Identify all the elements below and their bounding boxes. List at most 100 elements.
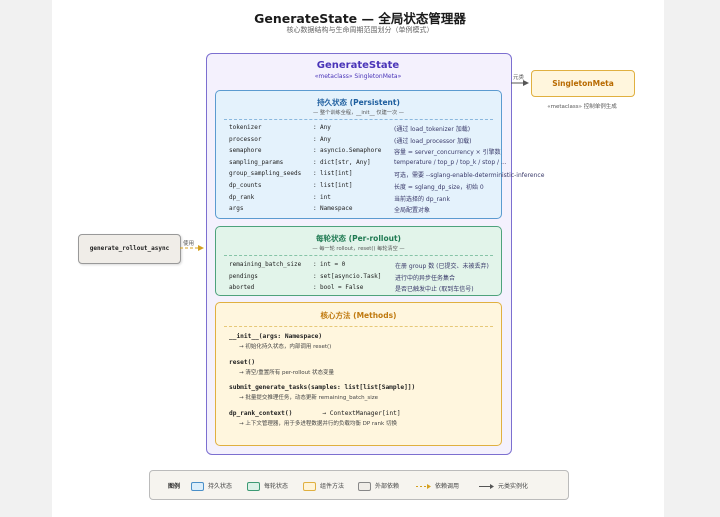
method-item: submit_generate_tasks(samples: list[list… <box>229 384 501 410</box>
legend-item-label: 持久状态 <box>208 483 233 490</box>
field-type: list[int] <box>320 181 353 189</box>
class-metaclass-label: «metaclass» SingletonMeta» <box>314 73 402 80</box>
legend-swatch <box>358 482 371 491</box>
metaclass-note: «metaclass» 控制单例生成 <box>547 104 617 110</box>
legend-swatch <box>191 482 204 491</box>
legend-title: 图例 <box>168 483 181 490</box>
field-desc: 在册 group 数 (已提交、未被丢弃) <box>395 263 489 270</box>
page-subtitle: 核心数据结构与生命周期范围划分（单例模式） <box>286 26 434 34</box>
persistent-section[interactable]: 持久状态 (Persistent) — 整个训练全程，__init__ 仅建一次… <box>215 90 544 219</box>
persistent-title: 持久状态 (Persistent) <box>317 98 400 107</box>
method-signature: dp_rank_context()→ ContextManager[int] <box>229 410 501 417</box>
field-name: dp_counts <box>229 181 262 189</box>
field-desc: (通过 load_tokenizer 加载) <box>394 126 471 133</box>
legend-meta-label: 元类实例化 <box>498 483 529 490</box>
field-type: list[int] <box>320 170 353 178</box>
field-colon: : <box>313 205 317 213</box>
legend-swatch <box>247 482 260 491</box>
field-colon: : <box>313 147 317 155</box>
persistent-subtitle: — 整个训练全程，__init__ 仅建一次 — <box>313 110 404 116</box>
method-description: → 上下文管理器，用于多进程数据并行的负载均衡 DP rank 切换 <box>239 420 397 427</box>
method-signature-text: dp_rank_context() <box>229 409 293 417</box>
persistent-field-list: tokenizer:Any(通过 load_tokenizer 加载)proce… <box>229 124 544 217</box>
methods-separator <box>224 326 493 327</box>
field-name: pendings <box>229 272 258 280</box>
method-signature-text: submit_generate_tasks(samples: list[list… <box>229 384 416 391</box>
field-row: pendings:set[asyncio.Task] 进行中的异步任务集合 <box>229 273 501 285</box>
legend-meta: 元类实例化 <box>479 481 528 490</box>
per-rollout-section[interactable]: 每轮状态 (Per-rollout) — 每一轮 rollout，reset()… <box>215 226 502 296</box>
field-desc: 全局配置对象 <box>394 207 431 215</box>
uses-edge-label: 使用 <box>183 241 195 247</box>
method-signature-text: __init__(args: Namespace) <box>229 333 323 340</box>
field-row: semaphore:asyncio.Semaphore 容量 = server_c… <box>229 147 501 159</box>
field-desc: 进行中的异步任务集合 <box>395 274 456 282</box>
field-row: remaining_batch_size:int = 0 在册 group 数 (… <box>229 261 501 273</box>
legend-swatch <box>303 482 316 491</box>
field-colon: : <box>313 272 317 280</box>
persistent-separator <box>224 119 493 120</box>
field-name: processor <box>229 135 262 143</box>
method-signature: submit_generate_tasks(samples: list[list… <box>229 384 501 391</box>
field-name: sampling_params <box>229 158 284 166</box>
methods-section[interactable]: 核心方法 (Methods) __init__(args: Namespace)… <box>215 302 502 446</box>
field-type: dict[str, Any] <box>320 158 371 166</box>
legend: 图例 持久状态 每轮状态 组件方法 外部依赖 依赖调用 元类实例化 <box>149 470 569 500</box>
field-type: Any <box>320 124 331 131</box>
legend-item: 外部依赖 <box>358 481 399 491</box>
field-name: remaining_batch_size <box>229 261 302 268</box>
field-type: set[asyncio.Task] <box>320 272 382 280</box>
metaclass-edge-label: 元类 <box>513 75 525 81</box>
field-name: tokenizer <box>229 124 262 131</box>
field-colon: : <box>313 135 317 143</box>
field-desc: 长度 = sglang_dp_size，初始 0 <box>394 183 484 191</box>
field-row: group_sampling_seeds:list[int] 可选，需要 --sg… <box>229 170 544 182</box>
legend-item: 组件方法 <box>303 481 344 491</box>
field-name: args <box>229 205 244 213</box>
field-desc: 当前选择的 dp_rank <box>394 195 450 203</box>
legend-item: 每轮状态 <box>247 481 288 491</box>
field-row: sampling_params:dict[str, Any]temperatur… <box>229 158 507 171</box>
method-signature-text: reset() <box>229 358 256 366</box>
per-rollout-separator <box>224 255 493 256</box>
field-name: group_sampling_seeds <box>229 170 302 178</box>
field-colon: : <box>313 284 317 292</box>
method-item: dp_rank_context()→ ContextManager[int] → … <box>229 410 501 430</box>
field-row: args:Namespace 全局配置对象 <box>229 205 501 217</box>
field-colon: : <box>313 170 317 178</box>
method-item: reset()→ 清空/重置所有 per-rollout 状态变量 <box>229 359 501 385</box>
field-desc: temperature / top_p / top_k / stop / ... <box>394 158 507 166</box>
field-desc: 可选，需要 --sglang-enable-deterministic-infe… <box>394 172 545 180</box>
method-item: __init__(args: Namespace) → 初始化持久状态，内部调用 … <box>229 333 501 359</box>
field-name: dp_rank <box>229 193 255 201</box>
field-type: int = 0 <box>320 261 346 268</box>
field-name: aborted <box>229 284 255 292</box>
field-desc: 是否已触发中止 (取到车信号) <box>395 286 474 294</box>
singleton-meta-box[interactable]: SingletonMeta <box>531 70 635 97</box>
field-row: processor:Any(通过 load_processor 加载) <box>229 136 501 148</box>
method-description: → 批量提交推理任务，动态更新 remaining_batch_size <box>239 395 379 401</box>
field-name: semaphore <box>229 147 262 155</box>
field-type: int <box>320 193 331 201</box>
class-name: GenerateState <box>316 60 400 71</box>
field-row: dp_counts:list[int] 长度 = sglang_dp_size，初… <box>229 182 501 194</box>
field-row: tokenizer:Any (通过 load_tokenizer 加载) <box>229 124 501 136</box>
legend-dep-label: 依赖调用 <box>435 483 460 490</box>
field-desc: (通过 load_processor 加载) <box>394 137 472 145</box>
field-desc: 容量 = server_concurrency × 引擎数 <box>394 149 501 157</box>
field-type: Namespace <box>320 205 353 213</box>
legend-item: 持久状态 <box>191 481 232 491</box>
method-list: __init__(args: Namespace) → 初始化持久状态，内部调用 … <box>229 333 501 430</box>
per-rollout-subtitle: — 每一轮 rollout，reset() 每轮清空 — <box>312 246 405 252</box>
field-type: asyncio.Semaphore <box>320 147 382 155</box>
method-description: → 初始化持久状态，内部调用 reset() <box>239 344 332 350</box>
field-colon: : <box>313 261 317 268</box>
field-colon: : <box>313 181 317 189</box>
generate-rollout-async-box[interactable]: generate_rollout_async <box>78 234 181 264</box>
per-rollout-title: 每轮状态 (Per-rollout) <box>316 234 401 243</box>
field-colon: : <box>313 124 317 131</box>
metaclass-name: SingletonMeta <box>552 79 614 88</box>
